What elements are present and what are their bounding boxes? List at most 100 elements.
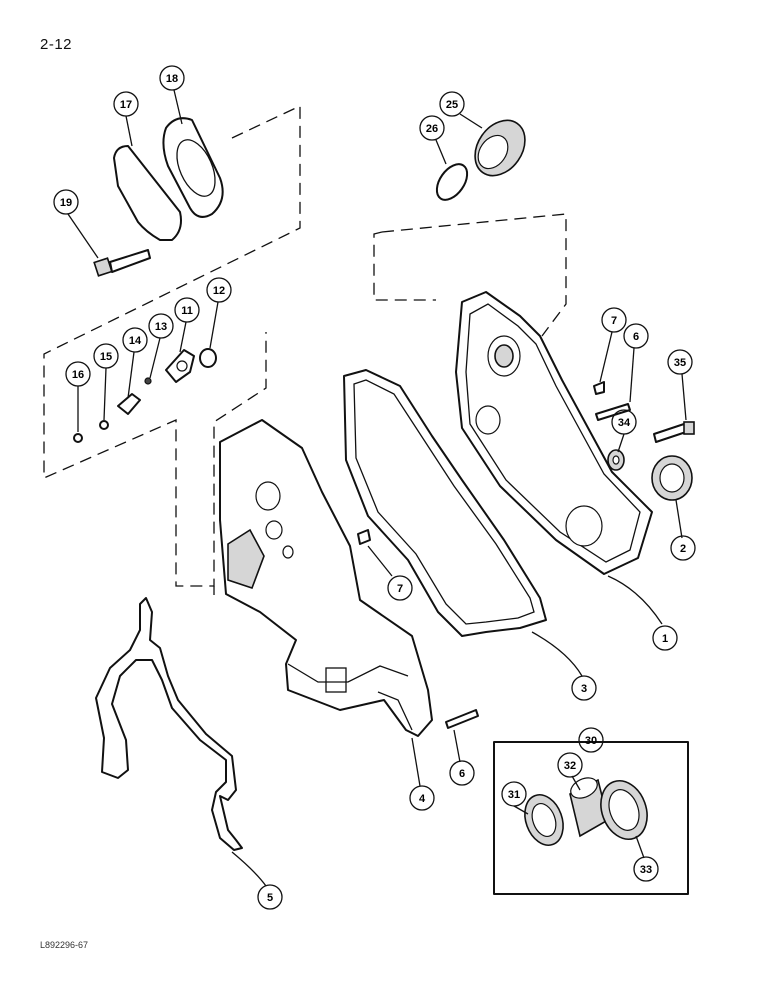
leader-13 — [149, 337, 161, 379]
leader-15 — [103, 367, 107, 421]
leader-7-upper — [599, 331, 613, 383]
upper-left-group-outline — [43, 104, 301, 587]
leader-35 — [681, 373, 687, 421]
leader-34 — [617, 433, 625, 453]
callout-15-label: 15 — [100, 351, 112, 363]
leader-25 — [459, 113, 483, 129]
callout-31-label: 31 — [508, 789, 520, 801]
gasket-3 — [343, 369, 547, 637]
callout-26-label: 26 — [426, 123, 438, 135]
callout-30: 30 — [578, 727, 604, 753]
callout-19-label: 19 — [60, 197, 72, 209]
leader-11 — [179, 321, 187, 353]
ring-26 — [435, 163, 469, 201]
figure-code: L892296-67 — [40, 940, 89, 950]
callout-32-label: 32 — [564, 760, 576, 772]
leader-2 — [675, 499, 683, 539]
leader-18 — [173, 89, 183, 125]
callout-13: 13 — [148, 313, 174, 339]
callout-17: 17 — [113, 91, 139, 117]
callout-12: 12 — [206, 277, 232, 303]
cover-plate-17 — [113, 145, 182, 241]
callout-5: 5 — [257, 884, 283, 910]
callout-31: 31 — [501, 781, 527, 807]
leader-7-lower — [367, 545, 393, 577]
callout-1-label: 1 — [662, 633, 668, 645]
callout-1: 1 — [652, 625, 678, 651]
callout-6-lower: 6 — [449, 760, 475, 786]
leader-6-lower — [453, 729, 461, 763]
leader-33 — [635, 835, 645, 859]
callout-2: 2 — [670, 535, 696, 561]
leader-12 — [209, 301, 219, 349]
leader-31 — [513, 805, 529, 815]
leader-17 — [125, 115, 133, 147]
callout-13-label: 13 — [155, 321, 167, 333]
bolt-35 — [653, 421, 695, 443]
callout-3-label: 3 — [581, 683, 587, 695]
plug-13 — [144, 377, 152, 385]
seal-31 — [524, 794, 564, 846]
lower-left-group-outline — [213, 586, 215, 595]
callout-6-lower-label: 6 — [459, 768, 465, 780]
callout-25: 25 — [439, 91, 465, 117]
callout-3: 3 — [571, 675, 597, 701]
callout-11-label: 11 — [181, 305, 193, 317]
callout-5-label: 5 — [267, 892, 273, 904]
bolt-6-lower — [445, 709, 479, 729]
callouts: 1 2 3 4 5 6 6 7 7 11 12 13 14 15 16 17 1… — [53, 65, 696, 910]
callout-35-label: 35 — [674, 357, 686, 369]
washer-34 — [607, 449, 625, 471]
front-cover-1 — [455, 291, 653, 575]
leader-5 — [231, 851, 267, 887]
leader-32 — [571, 775, 581, 791]
callout-18-label: 18 — [166, 73, 178, 85]
callout-26: 26 — [419, 115, 445, 141]
leader-19 — [67, 213, 99, 259]
group-outlines — [43, 104, 567, 595]
callout-16: 16 — [65, 361, 91, 387]
callout-7-upper: 7 — [601, 307, 627, 333]
seal-group-outline — [373, 213, 567, 337]
callout-18: 18 — [159, 65, 185, 91]
gasket-5 — [95, 597, 243, 851]
callout-33-label: 33 — [640, 864, 652, 876]
callout-11: 11 — [174, 297, 200, 323]
leader-26 — [435, 139, 447, 165]
seal-33 — [600, 780, 648, 840]
callout-4: 4 — [409, 785, 435, 811]
callout-7-upper-label: 7 — [611, 315, 617, 327]
fitting-11 — [165, 349, 195, 383]
o-ring-12 — [199, 348, 217, 368]
seal-25 — [474, 119, 526, 177]
callout-25-label: 25 — [446, 99, 458, 111]
sleeve-32 — [569, 777, 609, 838]
o-ring-15 — [99, 420, 109, 430]
callout-17-label: 17 — [120, 99, 132, 111]
leader-3 — [531, 631, 583, 677]
callout-7-lower-label: 7 — [397, 583, 403, 595]
leader-6-upper — [629, 347, 635, 403]
leader-4 — [411, 737, 421, 787]
callout-6-upper: 6 — [623, 323, 649, 349]
bolt-7-upper — [593, 381, 605, 395]
callout-2-label: 2 — [680, 543, 686, 555]
gasket-18 — [162, 117, 224, 218]
bolt-19 — [93, 249, 151, 277]
seal-kit-box-30 — [493, 741, 689, 895]
callout-4-label: 4 — [419, 793, 426, 805]
seal-2 — [651, 455, 693, 501]
bolt-7-lower — [357, 529, 371, 545]
leader-lines — [67, 89, 687, 887]
callout-30-label: 30 — [585, 735, 597, 747]
callout-35: 35 — [667, 349, 693, 375]
callout-14: 14 — [122, 327, 148, 353]
fitting-14 — [117, 393, 141, 415]
callout-12-label: 12 — [213, 285, 225, 297]
callout-34-label: 34 — [618, 417, 631, 429]
callout-7-lower: 7 — [387, 575, 413, 601]
callout-19: 19 — [53, 189, 79, 215]
front-plate-4 — [219, 419, 433, 737]
leader-1 — [607, 575, 663, 625]
